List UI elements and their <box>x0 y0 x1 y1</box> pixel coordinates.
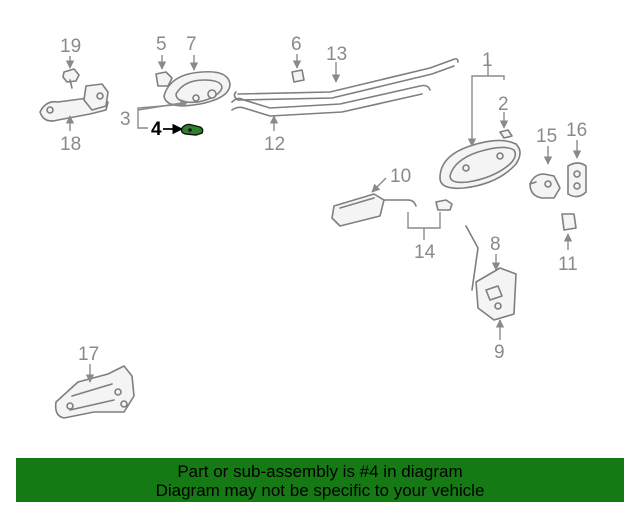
callout-10[interactable]: 10 <box>390 166 411 187</box>
part-8-latch <box>465 225 517 321</box>
part-13-rod <box>233 58 459 101</box>
callout-3[interactable]: 3 <box>120 109 131 130</box>
bracket-1 <box>471 75 505 80</box>
callout-6[interactable]: 6 <box>291 34 302 55</box>
callout-13[interactable]: 13 <box>326 44 347 65</box>
part-5-bumper <box>155 71 173 87</box>
part-14-connector <box>435 199 453 211</box>
part-11-cover <box>561 213 577 231</box>
callout-11[interactable]: 11 <box>558 254 578 275</box>
part-18-door-check <box>39 83 109 122</box>
leader-3 <box>137 99 189 111</box>
callout-1[interactable]: 1 <box>482 50 493 71</box>
callout-4[interactable]: 4 <box>151 119 162 140</box>
part-10-inside-handle <box>331 193 417 227</box>
callout-12[interactable]: 12 <box>264 134 285 155</box>
bracket-3 <box>137 103 187 129</box>
leader-10 <box>371 177 387 193</box>
part-1-outside-handle <box>439 139 521 190</box>
part-6-clip <box>291 69 305 83</box>
parts-diagram: 19 18 5 7 3 4 6 13 12 1 2 15 16 11 10 14… <box>39 34 587 419</box>
callout-7[interactable]: 7 <box>186 34 197 55</box>
part-15-striker <box>529 173 561 199</box>
part-7-handle-bezel <box>163 70 231 107</box>
callout-2[interactable]: 2 <box>498 94 509 115</box>
bracket-14 <box>407 212 441 229</box>
part-2-gasket <box>499 129 513 139</box>
part-17-hinge <box>54 365 135 419</box>
banner-line-2: Diagram may not be specific to your vehi… <box>155 481 485 500</box>
part-16-plate <box>567 162 587 198</box>
part-19-bolt <box>62 68 80 89</box>
banner-line-1: Part or sub-assembly is #4 in diagram <box>177 462 463 481</box>
callout-14[interactable]: 14 <box>414 242 436 263</box>
info-banner: Part or sub-assembly is #4 in diagram Di… <box>16 458 624 502</box>
callout-15[interactable]: 15 <box>536 126 557 147</box>
callout-19[interactable]: 19 <box>60 36 81 57</box>
part-12-rod <box>231 84 431 117</box>
callout-16[interactable]: 16 <box>566 120 587 141</box>
callout-18[interactable]: 18 <box>60 134 81 155</box>
callout-17[interactable]: 17 <box>78 344 99 365</box>
part-4-highlighted <box>180 123 204 136</box>
callout-5[interactable]: 5 <box>156 34 167 55</box>
callout-8[interactable]: 8 <box>490 234 501 255</box>
callout-9[interactable]: 9 <box>494 342 505 363</box>
